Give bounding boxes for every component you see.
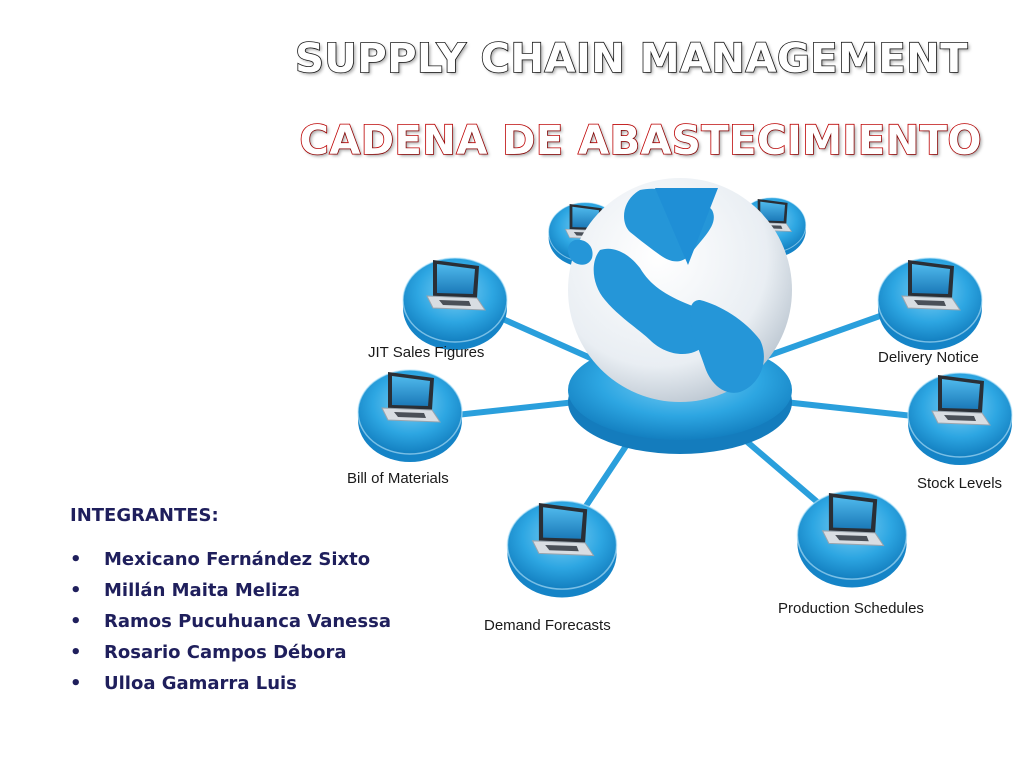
laptop-node-bom: [357, 369, 463, 463]
team-heading: INTEGRANTES:: [70, 505, 219, 526]
title-english: SUPPLY CHAIN MANAGEMENT: [294, 35, 968, 83]
node-label-demand: Demand Forecasts: [484, 617, 611, 634]
laptop-node-demand: [506, 500, 618, 599]
node-label-bom: Bill of Materials: [347, 470, 449, 487]
laptop-node-jit: [402, 257, 508, 351]
globe-icon: [567, 178, 792, 454]
node-label-production: Production Schedules: [778, 600, 924, 617]
node-label-jit: JIT Sales Figures: [368, 344, 485, 361]
title-spanish: CADENA DE ABASTECIMIENTO: [299, 117, 983, 165]
laptop-node-stock: [907, 372, 1013, 466]
list-item: Millán Maita Meliza: [70, 575, 391, 606]
laptop-node-production: [796, 490, 908, 589]
list-item: Rosario Campos Débora: [70, 637, 391, 668]
list-item: Ulloa Gamarra Luis: [70, 668, 391, 699]
laptop-node-delivery: [877, 257, 983, 351]
team-section: INTEGRANTES: Mexicano Fernández Sixto Mi…: [70, 505, 391, 699]
node-label-delivery: Delivery Notice: [878, 349, 979, 366]
team-list: Mexicano Fernández Sixto Millán Maita Me…: [70, 544, 391, 699]
node-label-stock: Stock Levels: [917, 475, 1003, 492]
list-item: Mexicano Fernández Sixto: [70, 544, 391, 575]
list-item: Ramos Pucuhuanca Vanessa: [70, 606, 391, 637]
